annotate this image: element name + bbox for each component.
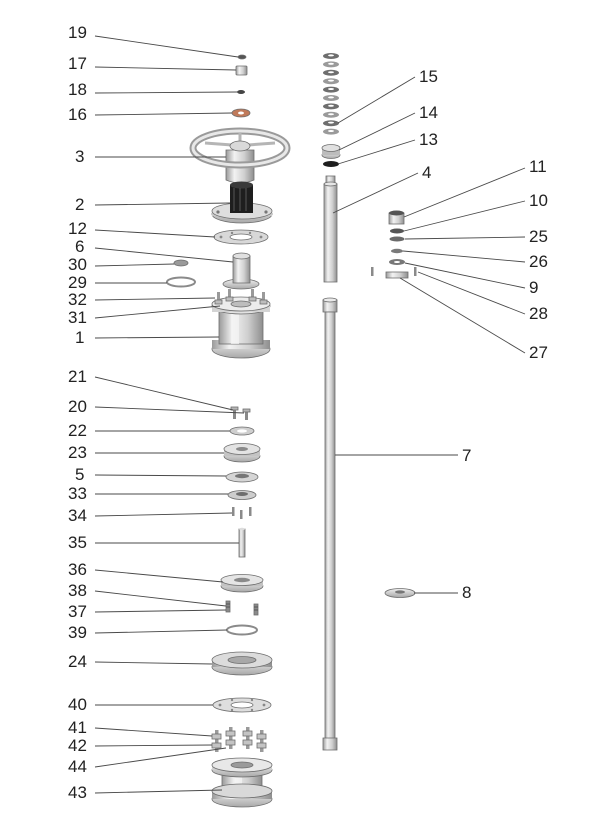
label-23: 23: [68, 443, 87, 462]
packing-ring-bore: [328, 71, 334, 74]
part-10-ring: [390, 228, 404, 234]
part-13-seal: [323, 161, 339, 167]
label-20: 20: [68, 397, 87, 416]
label-17: 17: [68, 54, 87, 73]
packing-ring-bore: [328, 54, 334, 57]
part-30-seal: [173, 259, 189, 267]
label-37: 37: [68, 602, 87, 621]
label-12: 12: [68, 219, 87, 238]
part-18-small-washer: [237, 90, 245, 94]
label-39: 39: [68, 623, 87, 642]
label-41: 41: [68, 718, 87, 737]
label-28: 28: [529, 304, 548, 323]
part-26-ring: [391, 248, 403, 254]
part-40-gasket: [212, 697, 272, 713]
label-1: 1: [75, 328, 84, 347]
part-43-body: [211, 757, 273, 808]
packing-ring-bore: [328, 62, 334, 65]
part-3-handwheel: [189, 127, 291, 184]
part-17-nut: [235, 65, 248, 76]
part-36-ring: [220, 574, 264, 593]
label-2: 2: [75, 195, 84, 214]
part-16-washer: [231, 108, 251, 118]
part-6-bushing: [222, 252, 260, 290]
part-23-gland: [223, 443, 261, 463]
label-31: 31: [68, 308, 87, 327]
right-assembly-parts: [371, 210, 417, 598]
label-26: 26: [529, 252, 548, 271]
label-8: 8: [462, 583, 471, 602]
packing-ring-bore: [328, 130, 334, 132]
label-18: 18: [68, 80, 87, 99]
part-31-32-studs-nuts: [214, 289, 268, 305]
part-7-lower-stem: [322, 297, 338, 751]
label-36: 36: [68, 560, 87, 579]
label-22: 22: [68, 421, 87, 440]
label-11: 11: [529, 157, 547, 176]
label-35: 35: [68, 533, 87, 552]
part-28-pins: [371, 267, 417, 276]
part-5-ring: [225, 471, 259, 483]
part-12-gasket: [213, 229, 269, 245]
label-9: 9: [529, 278, 538, 297]
label-21: 21: [68, 367, 87, 386]
packing-ring-bore: [328, 104, 334, 107]
part-39-o-ring: [226, 624, 258, 636]
packing-ring-bore: [328, 96, 334, 99]
label-16: 16: [68, 105, 87, 124]
part-27-key: [385, 271, 409, 279]
label-33: 33: [68, 484, 87, 503]
packing-ring-bore: [328, 79, 334, 82]
part-19-pin: [237, 54, 247, 60]
part-1-bonnet-body: [211, 296, 271, 359]
label-42: 42: [68, 736, 87, 755]
part-11-nut: [388, 210, 405, 225]
part-34-pins: [232, 507, 252, 519]
left-assembly-parts: [166, 54, 291, 808]
leader-lines: [94, 35, 526, 794]
label-13: 13: [419, 130, 438, 149]
part-33-ring: [227, 490, 257, 500]
label-14: 14: [419, 103, 438, 122]
part-25-ring: [389, 236, 405, 242]
label-43: 43: [68, 783, 87, 802]
part-14-gland-ring: [321, 144, 341, 159]
part-4-upper-stem: [323, 175, 338, 283]
label-7: 7: [462, 446, 471, 465]
center-stem-parts: [321, 53, 341, 751]
label-4: 4: [422, 163, 431, 182]
packing-ring-bore: [328, 88, 334, 90]
part-number-labels: 19 17 18 16 3 2 12 6 30 29 32 31 1 21 20…: [68, 23, 548, 802]
label-15: 15: [419, 67, 438, 86]
part-35-shaft-pin: [238, 527, 246, 558]
part-2-stem-nut-flange: [211, 181, 273, 224]
label-40: 40: [68, 695, 87, 714]
part-41-42-44-studs: [211, 727, 267, 752]
part-20-21-bolts: [230, 406, 251, 420]
label-10: 10: [529, 191, 548, 210]
label-32: 32: [68, 290, 87, 309]
part-15-packing-rings: [323, 53, 339, 135]
label-6: 6: [75, 237, 84, 256]
label-27: 27: [529, 343, 548, 362]
part-24-disc: [211, 651, 273, 676]
part-8-thrust-ring: [384, 588, 416, 598]
part-22-ring: [229, 426, 255, 436]
label-34: 34: [68, 506, 87, 525]
label-24: 24: [68, 652, 87, 671]
label-5: 5: [75, 465, 84, 484]
label-44: 44: [68, 757, 87, 776]
label-19: 19: [68, 23, 87, 42]
label-25: 25: [529, 227, 548, 246]
part-29-o-ring: [166, 276, 196, 288]
label-30: 30: [68, 255, 87, 274]
packing-ring-bore: [328, 121, 334, 124]
label-29: 29: [68, 273, 87, 292]
packing-ring-bore: [328, 113, 334, 116]
part-9-ring: [389, 259, 405, 265]
label-3: 3: [75, 147, 84, 166]
label-38: 38: [68, 581, 87, 600]
part-37-38-bolts: [225, 600, 259, 616]
